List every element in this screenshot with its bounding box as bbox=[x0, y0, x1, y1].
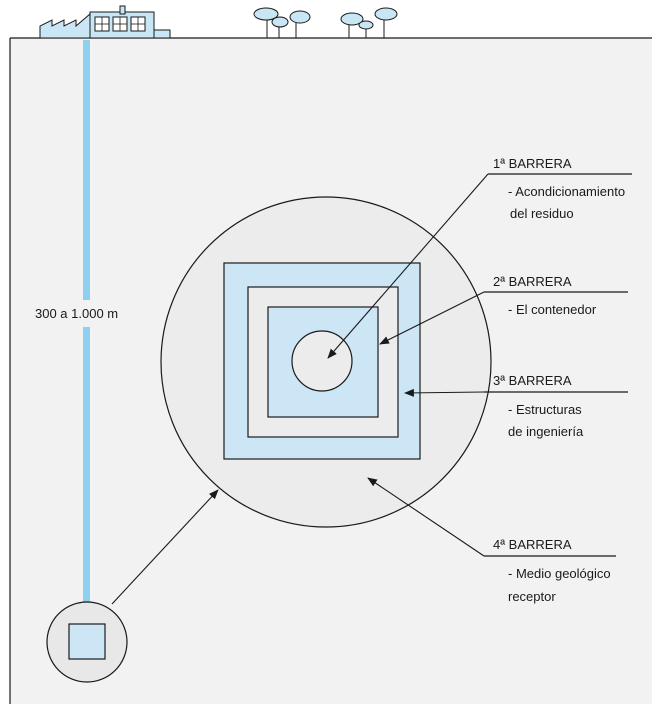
barrier-2-title: 2ª BARRERA bbox=[493, 274, 572, 289]
barrier-3-line-1: - Estructuras bbox=[508, 402, 582, 417]
tree-icon bbox=[254, 8, 397, 38]
access-shaft-lower bbox=[83, 327, 90, 612]
barrier-1-line-1: - Acondicionamiento bbox=[508, 184, 625, 199]
barrier-4-title: 4ª BARRERA bbox=[493, 537, 572, 552]
barrier-3-line-2: de ingeniería bbox=[508, 424, 584, 439]
barrier-1-title: 1ª BARRERA bbox=[493, 156, 572, 171]
barrier-2-line-1: - El contenedor bbox=[508, 302, 597, 317]
depth-label: 300 a 1.000 m bbox=[35, 306, 118, 321]
access-shaft bbox=[83, 40, 90, 300]
barrier-1-line-2: del residuo bbox=[510, 206, 574, 221]
barrier-4-line-1: - Medio geológico bbox=[508, 566, 611, 581]
repository-detail bbox=[47, 602, 127, 682]
barrier-system bbox=[161, 197, 491, 527]
barrier-3-title: 3ª BARRERA bbox=[493, 373, 572, 388]
factory-icon bbox=[40, 6, 170, 38]
barrier-4-line-2: receptor bbox=[508, 589, 556, 604]
